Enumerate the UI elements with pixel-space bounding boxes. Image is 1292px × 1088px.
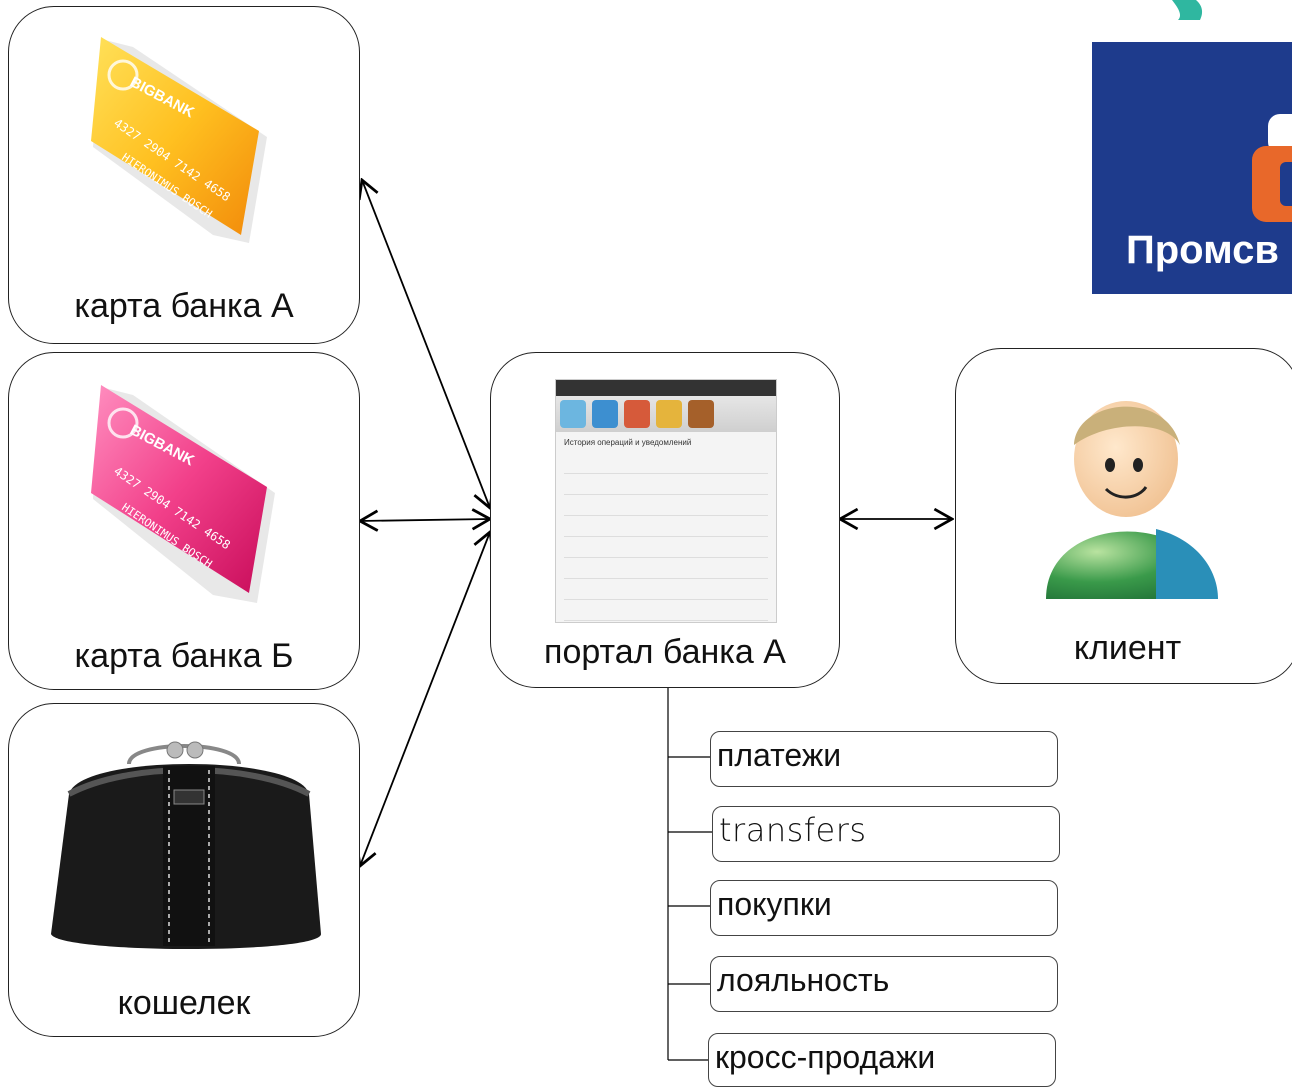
function-payments: платежи bbox=[710, 731, 1058, 787]
function-loyalty: лояльность bbox=[710, 956, 1058, 1012]
node-wallet: кошелек bbox=[8, 703, 360, 1037]
node-client: клиент bbox=[955, 348, 1292, 684]
function-tree bbox=[667, 688, 712, 1061]
node-card-b: BIGBANK 4327 2904 7142 4658 HIERONIMUS B… bbox=[8, 352, 360, 690]
logo-mark-icon bbox=[1252, 114, 1292, 222]
node-label: карта банка А bbox=[74, 287, 294, 325]
credit-card-icon: BIGBANK 4327 2904 7142 4658 HIERONIMUS B… bbox=[91, 37, 267, 243]
portal-screenshot-icon: История операций и уведомлений bbox=[555, 379, 777, 623]
bank-logo: Промсв bbox=[1092, 42, 1292, 294]
function-transfers: transfers bbox=[712, 806, 1060, 862]
portal-title: История операций и уведомлений bbox=[564, 438, 692, 447]
node-label: портал банка А bbox=[544, 633, 786, 671]
connector-card-a-portal bbox=[362, 180, 490, 508]
node-portal: История операций и уведомлений портал ба… bbox=[490, 352, 840, 688]
function-purchases: покупки bbox=[710, 880, 1058, 936]
node-card-a: BIGBANK 4327 2904 7142 4658 HIERONIMUS B… bbox=[8, 6, 360, 344]
node-label: карта банка Б bbox=[74, 637, 294, 675]
node-label: клиент bbox=[1073, 629, 1182, 667]
logo-text: Промсв bbox=[1126, 228, 1279, 272]
wallet-icon bbox=[51, 741, 321, 949]
function-cross-sales: кросс-продажи bbox=[708, 1033, 1056, 1087]
connector-card-b-portal bbox=[360, 519, 490, 521]
credit-card-icon: BIGBANK 4327 2904 7142 4658 HIERONIMUS B… bbox=[91, 385, 275, 603]
user-avatar-icon bbox=[1046, 401, 1218, 599]
node-label: кошелек bbox=[117, 984, 251, 1022]
connector-wallet-portal bbox=[360, 532, 490, 866]
